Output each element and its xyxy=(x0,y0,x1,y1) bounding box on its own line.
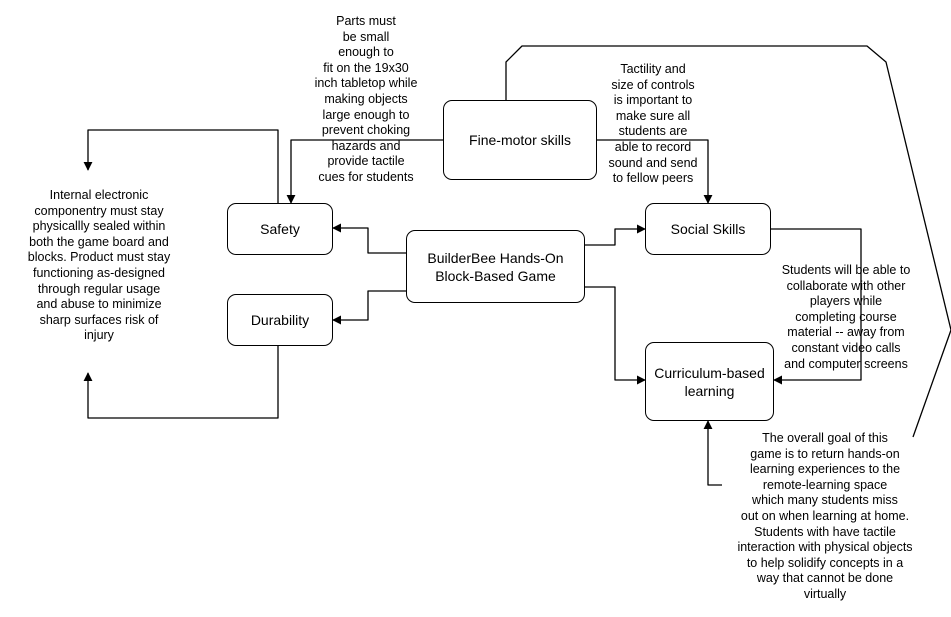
note-line: functioning as-designed xyxy=(32,265,166,280)
note-line: The overall goal of this xyxy=(762,431,888,445)
note-line: remote-learning space xyxy=(762,477,888,492)
note-line: which many students miss xyxy=(752,493,898,508)
note-line: learning experiences to the xyxy=(749,462,901,477)
note-line: Internal electronic xyxy=(49,188,149,202)
note-line: large enough to xyxy=(322,107,410,122)
node-label-line: Social Skills xyxy=(670,221,746,237)
node-label-line: Durability xyxy=(250,312,310,328)
edge-center-to-safety xyxy=(332,223,406,254)
node-builderbee-game: BuilderBee Hands-On Block-Based Game xyxy=(406,230,585,303)
node-label-line: BuilderBee Hands-On xyxy=(427,249,564,266)
note-line: injury xyxy=(84,328,114,343)
note-line: students are xyxy=(618,124,688,139)
note-line: is important to xyxy=(613,93,693,108)
note-line: out on when learning at home. xyxy=(740,508,910,523)
note-line: game is to return hands-on xyxy=(750,446,900,461)
note-line: players while xyxy=(809,294,883,309)
note-line: virtually xyxy=(803,586,847,601)
edge-finemotor-to-goal xyxy=(505,45,951,438)
note-line: enough to xyxy=(338,45,394,60)
note-line: size of controls xyxy=(611,77,695,92)
edge-center-to-durability xyxy=(332,290,406,325)
note-line: way that cannot be done xyxy=(756,571,894,586)
note-line: and abuse to minimize xyxy=(36,297,162,312)
edge-goal-to-curriculum xyxy=(703,420,722,486)
note-line: make sure all xyxy=(615,108,691,123)
node-fine-motor-skills: Fine-motor skills xyxy=(443,100,597,180)
note-line: constant video calls xyxy=(791,340,901,355)
note-line: sharp surfaces risk of xyxy=(39,312,159,327)
note-line: sound and send xyxy=(608,155,698,170)
node-label-line: Safety xyxy=(260,221,300,237)
note-line: both the game board and xyxy=(29,234,169,249)
note-line: Parts must xyxy=(336,14,396,28)
note-line: Tactility and xyxy=(620,62,686,76)
note-line: completing course xyxy=(795,309,897,324)
note-line: making objects xyxy=(324,91,408,106)
note-line: prevent choking xyxy=(321,123,411,138)
edge-durability-to-internal xyxy=(83,346,279,419)
edge-social-to-curriculum xyxy=(771,228,862,385)
node-durability: Durability xyxy=(227,294,333,346)
note-line: to help solidify concepts in a xyxy=(746,555,904,570)
note-collaborate: Students will be able to collaborate wit… xyxy=(768,263,924,372)
note-line: be small xyxy=(342,29,390,44)
note-line: provide tactile xyxy=(327,154,405,169)
note-tactility: Tactility and size of controls is import… xyxy=(588,62,718,187)
node-label-line: learning xyxy=(684,382,735,399)
note-line: hazards and xyxy=(331,138,401,153)
node-label-line: Curriculum-based xyxy=(654,364,765,381)
note-line: inch tabletop while xyxy=(314,76,418,91)
note-line: fit on the 19x30 xyxy=(323,60,409,75)
edge-finemotor-to-safety xyxy=(286,139,443,204)
note-line: blocks. Product must stay xyxy=(27,250,171,265)
note-parts-size: Parts must be small enough to fit on the… xyxy=(292,14,440,186)
note-line: Students with have tactile xyxy=(754,524,896,539)
note-line: collaborate with other xyxy=(786,278,906,293)
node-safety: Safety xyxy=(227,203,333,255)
node-social-skills: Social Skills xyxy=(645,203,771,255)
note-line: physicallly sealed within xyxy=(32,219,166,234)
node-curriculum-based-learning: Curriculum-based learning xyxy=(645,342,774,421)
node-label-line: Block-Based Game xyxy=(435,267,556,284)
note-line: componentry must stay xyxy=(34,203,164,218)
edge-center-to-social xyxy=(585,224,646,246)
edge-finemotor-to-social xyxy=(597,139,713,204)
note-line: cues for students xyxy=(318,169,414,184)
note-line: through regular usage xyxy=(37,281,161,296)
edge-center-to-curriculum xyxy=(585,286,646,385)
note-line: and computer screens xyxy=(784,356,908,371)
note-line: interaction with physical objects xyxy=(737,540,913,555)
note-line: to fellow peers xyxy=(612,171,694,186)
note-line: Students will be able to xyxy=(781,263,911,277)
edge-safety-to-internal xyxy=(83,129,279,203)
node-label-line: Fine-motor skills xyxy=(469,132,571,148)
note-line: material -- away from xyxy=(787,325,905,340)
note-internal-electronics: Internal electronic componentry must sta… xyxy=(15,188,183,344)
note-line: able to record xyxy=(614,139,692,154)
note-overall-goal: The overall goal of this game is to retu… xyxy=(722,431,928,603)
